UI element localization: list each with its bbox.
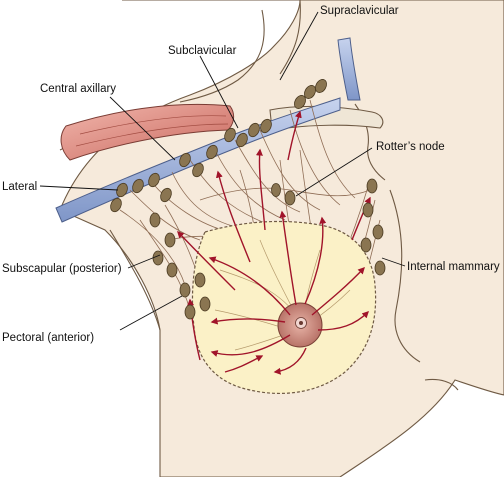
lymphatic-vessels xyxy=(119,99,381,311)
subclavian-vein xyxy=(337,37,361,101)
label-pectoral: Pectoral (anterior) xyxy=(2,332,94,344)
flow-arrow xyxy=(304,216,327,305)
label-internal-mammary: Internal mammary xyxy=(407,261,500,273)
lymph-node-supraclavicular xyxy=(315,79,327,93)
lymph-node-subclavicular xyxy=(236,132,248,148)
lymph-node-internal-mammary xyxy=(366,178,378,194)
lymph-node-central-axillary xyxy=(179,152,191,168)
lymph-node-lateral xyxy=(160,187,172,203)
flow-arrow xyxy=(210,334,291,357)
muscle-fibers xyxy=(75,115,229,147)
lymph-node-internal-mammary xyxy=(362,202,374,218)
lymph-node-internal-mammary xyxy=(372,224,384,240)
label-supraclavicular: Supraclavicular xyxy=(320,5,399,17)
lymph-node-subclavicular xyxy=(260,118,272,134)
flow-arrow xyxy=(210,317,286,325)
lymph-node-lateral xyxy=(116,182,128,198)
leader-rotters-node xyxy=(295,147,373,197)
lymph-node-internal-mammary xyxy=(374,260,386,276)
lymph-node-pectoral xyxy=(194,272,206,288)
flow-arrow xyxy=(351,196,371,241)
flow-arrow xyxy=(255,148,266,231)
flow-arrow xyxy=(317,311,369,331)
leader-lateral xyxy=(39,185,119,191)
lymph-node-subscapular xyxy=(164,232,176,248)
label-central-axillary: Central axillary xyxy=(40,83,116,95)
lymph-node-central-axillary xyxy=(206,144,218,160)
axillary-fold xyxy=(109,229,161,331)
flow-arrow xyxy=(177,230,236,291)
lymph-node-internal-mammary xyxy=(360,237,372,253)
flow-arrow xyxy=(279,210,297,306)
leader-subclavicular xyxy=(199,55,239,129)
lymph-node-rotters xyxy=(271,183,281,197)
flow-arrow xyxy=(208,256,291,316)
lymph-nodes xyxy=(110,79,386,320)
leader-central-axillary xyxy=(109,96,176,161)
lymph-node-lateral xyxy=(132,178,144,194)
leader-supraclavicular xyxy=(279,11,319,81)
lymph-node-lateral xyxy=(148,172,160,188)
label-lateral: Lateral xyxy=(2,181,37,193)
lymph-node-subscapular xyxy=(149,212,161,228)
flow-arrow xyxy=(215,170,251,263)
lymph-node-pectoral xyxy=(199,296,211,312)
label-subclavicular: Subclavicular xyxy=(168,45,237,57)
lymph-node-subclavicular xyxy=(224,127,236,143)
lower-rib-hint xyxy=(424,378,459,391)
lymph-node-rotters xyxy=(284,190,296,206)
shoulder-crease xyxy=(179,9,265,103)
flow-arrow xyxy=(287,110,302,161)
lymph-node-pectoral xyxy=(179,282,191,298)
label-rotters-node: Rotter’s node xyxy=(376,141,445,153)
sternal-edge xyxy=(389,189,421,363)
lymph-node-subclavicular xyxy=(248,122,260,138)
flow-arrow xyxy=(273,347,307,375)
leader-internal-mammary xyxy=(381,257,406,267)
leader-pectoral xyxy=(119,295,183,331)
leader-lines xyxy=(39,11,406,331)
flow-arrow xyxy=(311,266,365,316)
lymph-node-supraclavicular xyxy=(294,95,306,109)
lymph-node-subscapular xyxy=(152,250,164,266)
label-subscapular: Subscapular (posterior) xyxy=(2,263,122,275)
lymph-node-central-axillary xyxy=(192,162,204,178)
flow-arrow xyxy=(224,355,264,373)
nipple-center xyxy=(299,321,303,325)
lymph-node-pectoral xyxy=(184,304,196,320)
labels: Supraclavicular Subclavicular Central ax… xyxy=(2,5,500,344)
leader-subscapular xyxy=(127,254,161,269)
lymph-node-subscapular xyxy=(166,262,178,278)
lymph-node-supraclavicular xyxy=(304,85,316,99)
neck-line xyxy=(279,0,301,75)
lymph-node-lateral xyxy=(110,197,122,213)
